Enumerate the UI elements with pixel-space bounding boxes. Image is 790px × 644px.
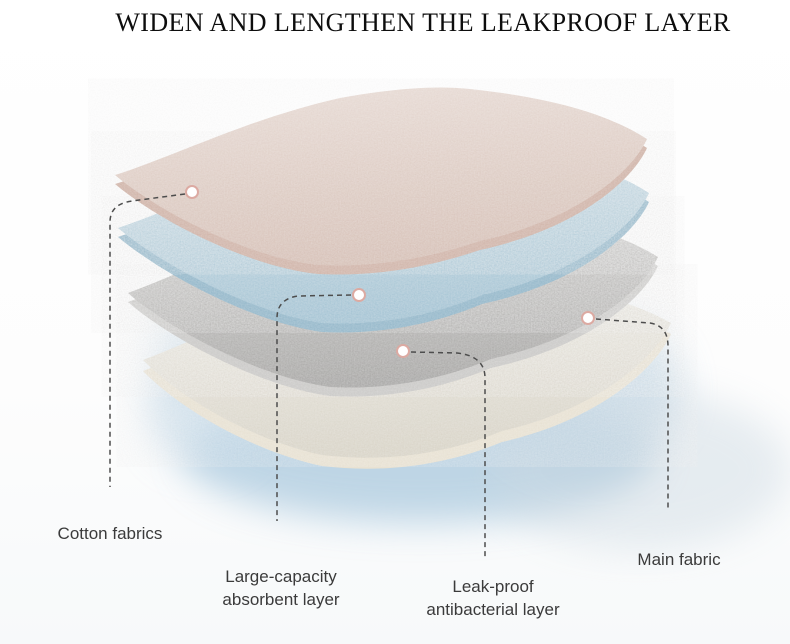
label-cotton-fabrics-line: Cotton fabrics	[57, 524, 163, 543]
label-main-fabric-line: Main fabric	[637, 550, 721, 569]
label-cotton-fabrics: Cotton fabrics	[40, 522, 180, 545]
callout-dot-leakproof	[396, 344, 410, 358]
callout-dot-cotton	[185, 185, 199, 199]
callout-dot-absorbent	[352, 288, 366, 302]
label-absorbent-layer-line2: absorbent layer	[222, 590, 340, 609]
callout-line-main	[595, 318, 669, 510]
layer-cotton	[115, 87, 647, 275]
label-absorbent-layer: Large-capacity absorbent layer	[191, 565, 371, 611]
label-leakproof-layer-line2: antibacterial layer	[426, 600, 560, 619]
callout-dots	[185, 185, 595, 358]
layer-cotton-surface	[115, 87, 647, 266]
label-leakproof-layer: Leak-proof antibacterial layer	[398, 575, 588, 621]
label-absorbent-layer-line1: Large-capacity	[225, 567, 337, 586]
label-leakproof-layer-line1: Leak-proof	[452, 577, 534, 596]
callout-dot-main	[581, 311, 595, 325]
callout-line-leakproof	[410, 351, 486, 559]
callout-lines	[109, 193, 669, 559]
page-title: WIDEN AND LENGTHEN THE LEAKPROOF LAYER	[115, 8, 731, 37]
label-main-fabric: Main fabric	[599, 548, 759, 571]
